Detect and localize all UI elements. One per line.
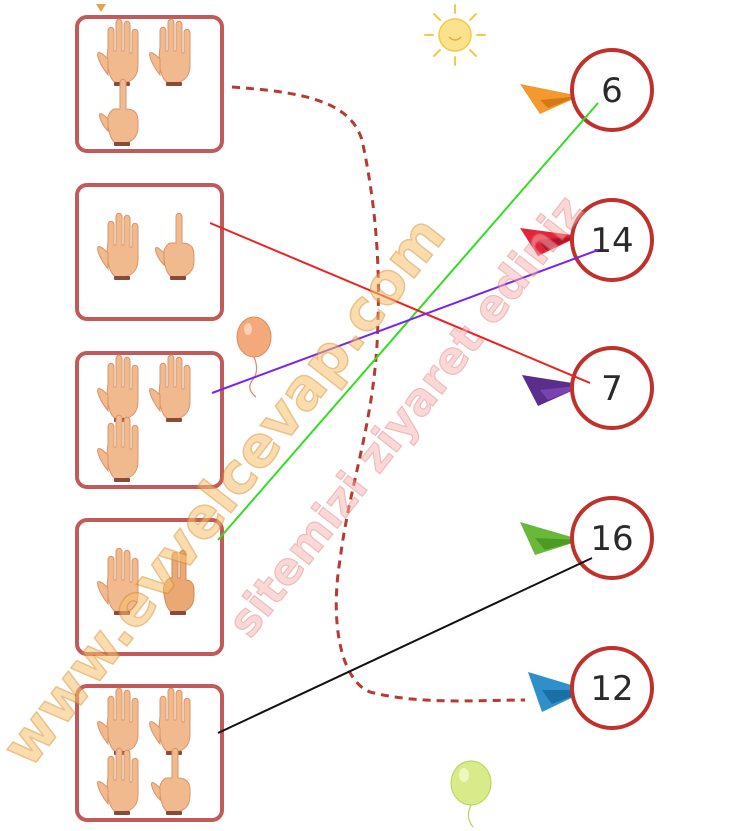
number-label: 7 xyxy=(601,369,623,409)
balloon-orange-icon xyxy=(236,316,272,398)
number-label: 6 xyxy=(601,71,623,111)
card-5 xyxy=(75,684,224,822)
card-3 xyxy=(75,351,224,489)
card-1 xyxy=(75,15,224,153)
number-label: 14 xyxy=(590,221,633,261)
number-circle-7: 7 xyxy=(570,346,654,430)
dashed-path xyxy=(231,85,526,703)
plane-orange-icon xyxy=(520,84,580,114)
number-circle-14: 14 xyxy=(570,198,654,282)
match-line-green xyxy=(217,102,599,541)
watermark-line1: www.evvelcevap.com xyxy=(0,204,458,778)
number-label: 16 xyxy=(590,519,633,559)
number-circle-16: 16 xyxy=(570,496,654,580)
balloon-green-icon xyxy=(450,760,492,828)
plane-red-icon xyxy=(520,228,580,256)
number-label: 12 xyxy=(590,669,633,709)
card-2 xyxy=(75,183,224,321)
match-line-purple xyxy=(211,249,599,394)
pencil-icon xyxy=(96,4,106,12)
match-line-black xyxy=(217,557,593,734)
number-circle-12: 12 xyxy=(570,646,654,730)
match-line-red xyxy=(209,222,591,384)
sun-icon xyxy=(424,4,486,66)
card-4 xyxy=(75,518,224,656)
